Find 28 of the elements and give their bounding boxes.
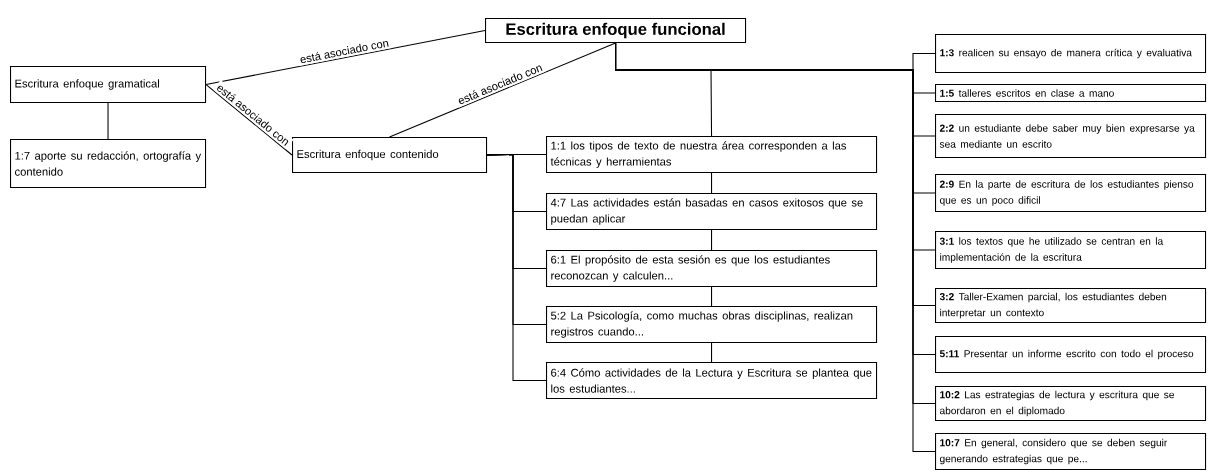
quote-box: 3:2 Taller-Examen parcial, los estudiantes deben interpretar un contexto — [935, 288, 1207, 324]
connector-line — [486, 153, 547, 382]
quote-box: 5:11 Presentar un informe escrito con todo el proceso — [935, 336, 1207, 374]
connector-line — [711, 286, 713, 307]
title-box: Escritura enfoque funcional — [485, 18, 747, 44]
quote-box: 10:7 En general, considero que se deben seguir generando estrategias que pe... — [935, 433, 1207, 471]
text-box: 5:2 La Psicología, como muchas obras disciplinas, realizan registros cuando... — [546, 306, 878, 344]
connector-line — [711, 172, 713, 194]
text-box: 1:1 los tipos de texto de nuestra área corresponden a las técnicas y herramientas — [546, 136, 878, 174]
text-box: 4:7 Las actividades están basadas en casos exitosos que se puedan aplicar — [546, 193, 878, 231]
quote-box: 1:3 realicen su ensayo de manera crítica y evaluativa — [935, 34, 1207, 74]
quote-box: 2:9 En la parte de escritura de los estudiantes pienso que es un poco dificil — [935, 174, 1207, 213]
quote-box: 3:1 los textos que he utilizado se centran en la implementación de la escritura — [935, 231, 1207, 270]
connector-line — [107, 102, 109, 140]
connector-line — [205, 84, 293, 156]
connector-line — [711, 342, 713, 363]
text-box: 1:7 aporte su redacción, ortografía y contenido — [10, 139, 207, 189]
text-box: 6:4 Cómo actividades de la Lectura y Escritura se plantea que los estudiantes... — [546, 362, 878, 400]
connector-line — [711, 229, 713, 251]
connector-line — [389, 42, 617, 138]
text-box: Escritura enfoque contenido — [292, 137, 488, 174]
quote-box: 1:5 talleres escritos en clase a mano — [935, 84, 1207, 103]
text-box: Escritura enfoque gramatical — [10, 66, 207, 104]
quote-box: 10:2 Las estrategias de lectura y escritura que se abordaron en el diplomado — [935, 386, 1207, 422]
connector-line — [205, 30, 486, 86]
quote-box: 2:2 un estudiante debe saber muy bien expresarse ya sea mediante un escrito — [935, 114, 1207, 159]
edge-label: está asociado con — [296, 35, 392, 66]
text-box: 6:1 El propósito de esta sesión es que los estudiantes reconozcan y calculen... — [546, 250, 878, 288]
